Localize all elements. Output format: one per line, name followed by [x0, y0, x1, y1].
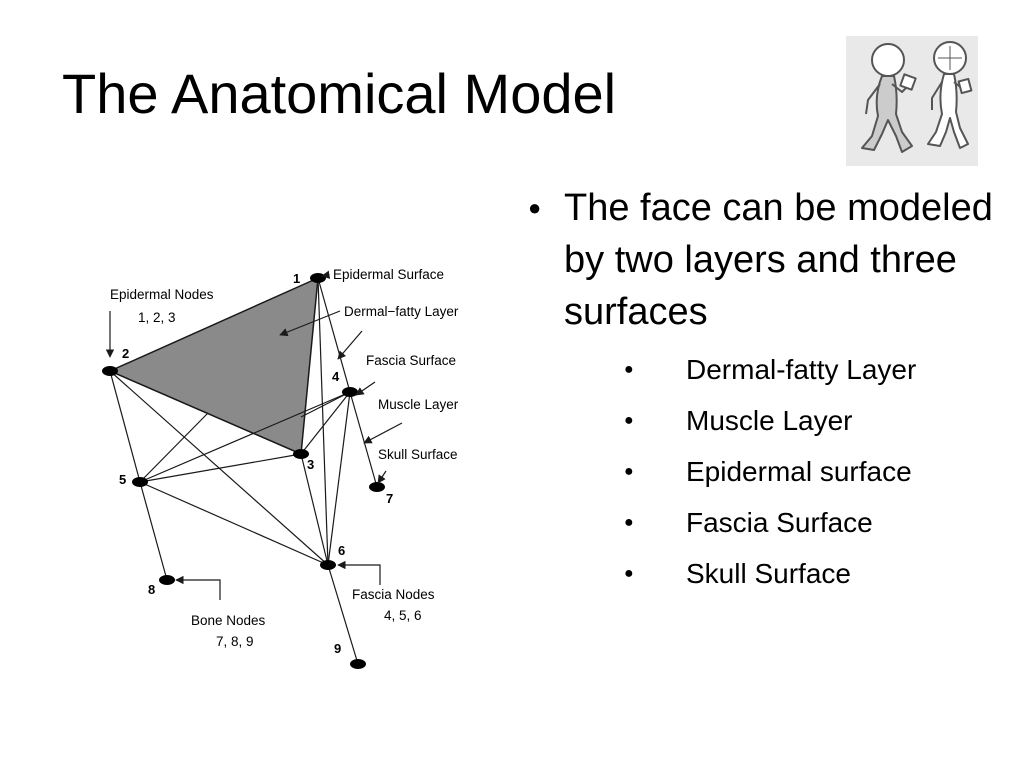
sub-bullet-item: ● Dermal-fatty Layer: [528, 344, 1008, 395]
label-fascia-surface: Fascia Surface: [366, 353, 456, 368]
node-number-8: 8: [148, 582, 155, 597]
label-fascia-nodes-ids: 4, 5, 6: [384, 608, 422, 623]
anatomical-model-diagram: 1 2 3 4 5 6 7 8 9 Epidermal Nodes 1, 2, …: [92, 255, 492, 675]
bullet-dot-icon: ●: [624, 412, 634, 430]
node-number-7: 7: [386, 491, 393, 506]
walking-figures-icon: [846, 36, 978, 166]
node-2: [102, 366, 118, 376]
label-muscle-layer: Muscle Layer: [378, 397, 459, 412]
fascia-surface-arrow: [337, 330, 363, 360]
node-6: [320, 560, 336, 570]
label-skull-surface: Skull Surface: [378, 447, 458, 462]
node-number-6: 6: [338, 543, 345, 558]
node-7: [369, 482, 385, 492]
sub-bullet-text: Dermal-fatty Layer: [686, 354, 917, 386]
muscle-layer-arrow: [355, 381, 376, 396]
sub-bullet-text: Muscle Layer: [686, 405, 853, 437]
label-bone-nodes: Bone Nodes: [191, 613, 266, 628]
sub-bullet-item: ● Epidermal surface: [528, 446, 1008, 497]
main-bullet: ● The face can be modeled by two layers …: [528, 182, 1008, 338]
bullet-dot-icon: ●: [624, 514, 634, 532]
node-number-9: 9: [334, 641, 341, 656]
node-number-4: 4: [332, 369, 340, 384]
bullet-list: ● The face can be modeled by two layers …: [528, 182, 1008, 599]
epidermal-surface-arrow: [321, 270, 331, 279]
dermal-fatty-arrow: [279, 310, 341, 337]
skull-surface-arrow: [363, 422, 403, 444]
main-bullet-text: The face can be modeled by two layers an…: [564, 187, 993, 334]
node-number-5: 5: [119, 472, 126, 487]
slide-title: The Anatomical Model: [62, 62, 617, 125]
label-epidermal-nodes: Epidermal Nodes: [110, 287, 214, 302]
node-number-3: 3: [307, 457, 314, 472]
node-1: [310, 273, 326, 283]
bullet-dot-icon: ●: [624, 463, 634, 481]
label-fascia-nodes: Fascia Nodes: [352, 587, 435, 602]
fascia-nodes-arrow: [337, 560, 381, 585]
bone-nodes-arrow: [175, 575, 221, 600]
node-9: [350, 659, 366, 669]
sub-bullet-text: Fascia Surface: [686, 507, 873, 539]
node-8: [159, 575, 175, 585]
sub-bullet-item: ● Muscle Layer: [528, 395, 1008, 446]
label-epidermal-surface: Epidermal Surface: [333, 267, 444, 282]
bullet-dot-icon: ●: [624, 361, 634, 379]
skull-node-arrow: [377, 470, 387, 484]
node-number-2: 2: [122, 346, 129, 361]
sub-bullet-text: Skull Surface: [686, 558, 851, 590]
node-3: [293, 449, 309, 459]
label-dermal-fatty-layer: Dermal−fatty Layer: [344, 304, 459, 319]
sub-bullet-item: ● Fascia Surface: [528, 497, 1008, 548]
node-4: [342, 387, 358, 397]
epidermal-triangle: [108, 276, 319, 456]
sub-bullet-text: Epidermal surface: [686, 456, 912, 488]
node-5: [132, 477, 148, 487]
sub-bullet-list: ● Dermal-fatty Layer ● Muscle Layer ● Ep…: [528, 344, 1008, 599]
bullet-dot-icon: ●: [528, 195, 542, 220]
bullet-dot-icon: ●: [624, 565, 634, 583]
label-bone-nodes-ids: 7, 8, 9: [216, 634, 254, 649]
sub-bullet-item: ● Skull Surface: [528, 548, 1008, 599]
label-epidermal-nodes-ids: 1, 2, 3: [138, 310, 176, 325]
node-number-1: 1: [293, 271, 300, 286]
